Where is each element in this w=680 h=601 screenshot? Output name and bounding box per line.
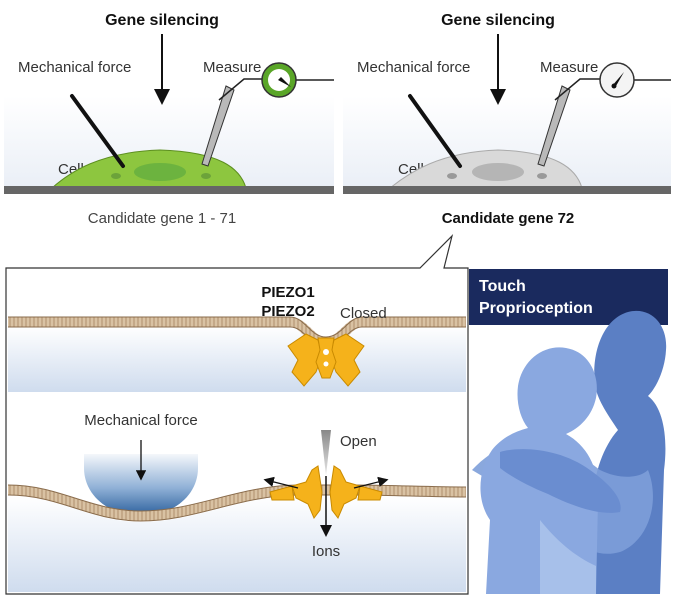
candidate-gene-caption: Candidate gene 1 - 71 xyxy=(88,210,236,227)
experiment-panel-left: Gene silencing Mechanical force Measure … xyxy=(4,12,334,227)
gene-silencing-heading: Gene silencing xyxy=(441,12,555,29)
mechanical-force-label: Mechanical force xyxy=(84,412,197,429)
cell-organelle xyxy=(111,173,121,179)
substrate xyxy=(4,186,334,194)
stretch-arrow-left xyxy=(263,476,299,489)
cell-organelle xyxy=(537,173,547,179)
mechanical-force-label: Mechanical force xyxy=(357,59,470,76)
cell-organelle xyxy=(201,173,211,179)
force-probe xyxy=(70,94,125,168)
open-label: Open xyxy=(340,433,377,450)
ions-label: Ions xyxy=(312,543,340,560)
mechanical-force-probe xyxy=(84,454,198,516)
cytoplasm-top xyxy=(8,326,466,392)
cell-nucleus xyxy=(472,163,524,181)
child-arm xyxy=(500,449,621,513)
piezo2-label: PIEZO2 xyxy=(261,303,314,320)
gene-silencing-heading: Gene silencing xyxy=(105,12,219,29)
piezo1-label: PIEZO1 xyxy=(261,284,314,301)
touch-label: Touch xyxy=(479,278,526,295)
cytoplasm-bottom xyxy=(8,496,466,592)
substrate xyxy=(343,186,671,194)
child-leg xyxy=(540,520,596,594)
experiment-panel-right: Gene silencing Mechanical force Measure … xyxy=(343,12,671,227)
measure-label: Measure xyxy=(203,59,261,76)
membrane-edge xyxy=(7,494,467,522)
stretch-arrow-right xyxy=(353,476,389,489)
membrane-edge xyxy=(8,316,466,338)
ion-funnel xyxy=(321,430,331,476)
measure-label: Measure xyxy=(540,59,598,76)
force-probe xyxy=(408,94,462,168)
electrode-wire xyxy=(218,78,262,101)
channel-panel: PIEZO1 PIEZO2 Closed Mechanical force Op… xyxy=(5,234,469,595)
candidate-gene-caption: Candidate gene 72 xyxy=(442,210,575,227)
cell-organelle xyxy=(447,173,457,179)
cell-nucleus xyxy=(134,163,186,181)
membrane-bottom xyxy=(7,485,467,522)
membrane-edge xyxy=(7,484,467,512)
touch-panel: Touch Proprioception xyxy=(469,269,668,594)
proprioception-label: Proprioception xyxy=(479,300,593,317)
meter-gauge xyxy=(599,62,635,98)
hugging-people-illustration xyxy=(472,310,667,594)
meter-needle xyxy=(612,72,624,86)
closed-label: Closed xyxy=(340,305,387,322)
electrode-wire xyxy=(554,78,600,101)
piezo-channel-open xyxy=(269,465,383,519)
mechanical-force-label: Mechanical force xyxy=(18,59,131,76)
meter-needle xyxy=(278,77,291,87)
meter-pivot xyxy=(611,83,617,89)
piezo-channel-closed xyxy=(287,333,365,387)
